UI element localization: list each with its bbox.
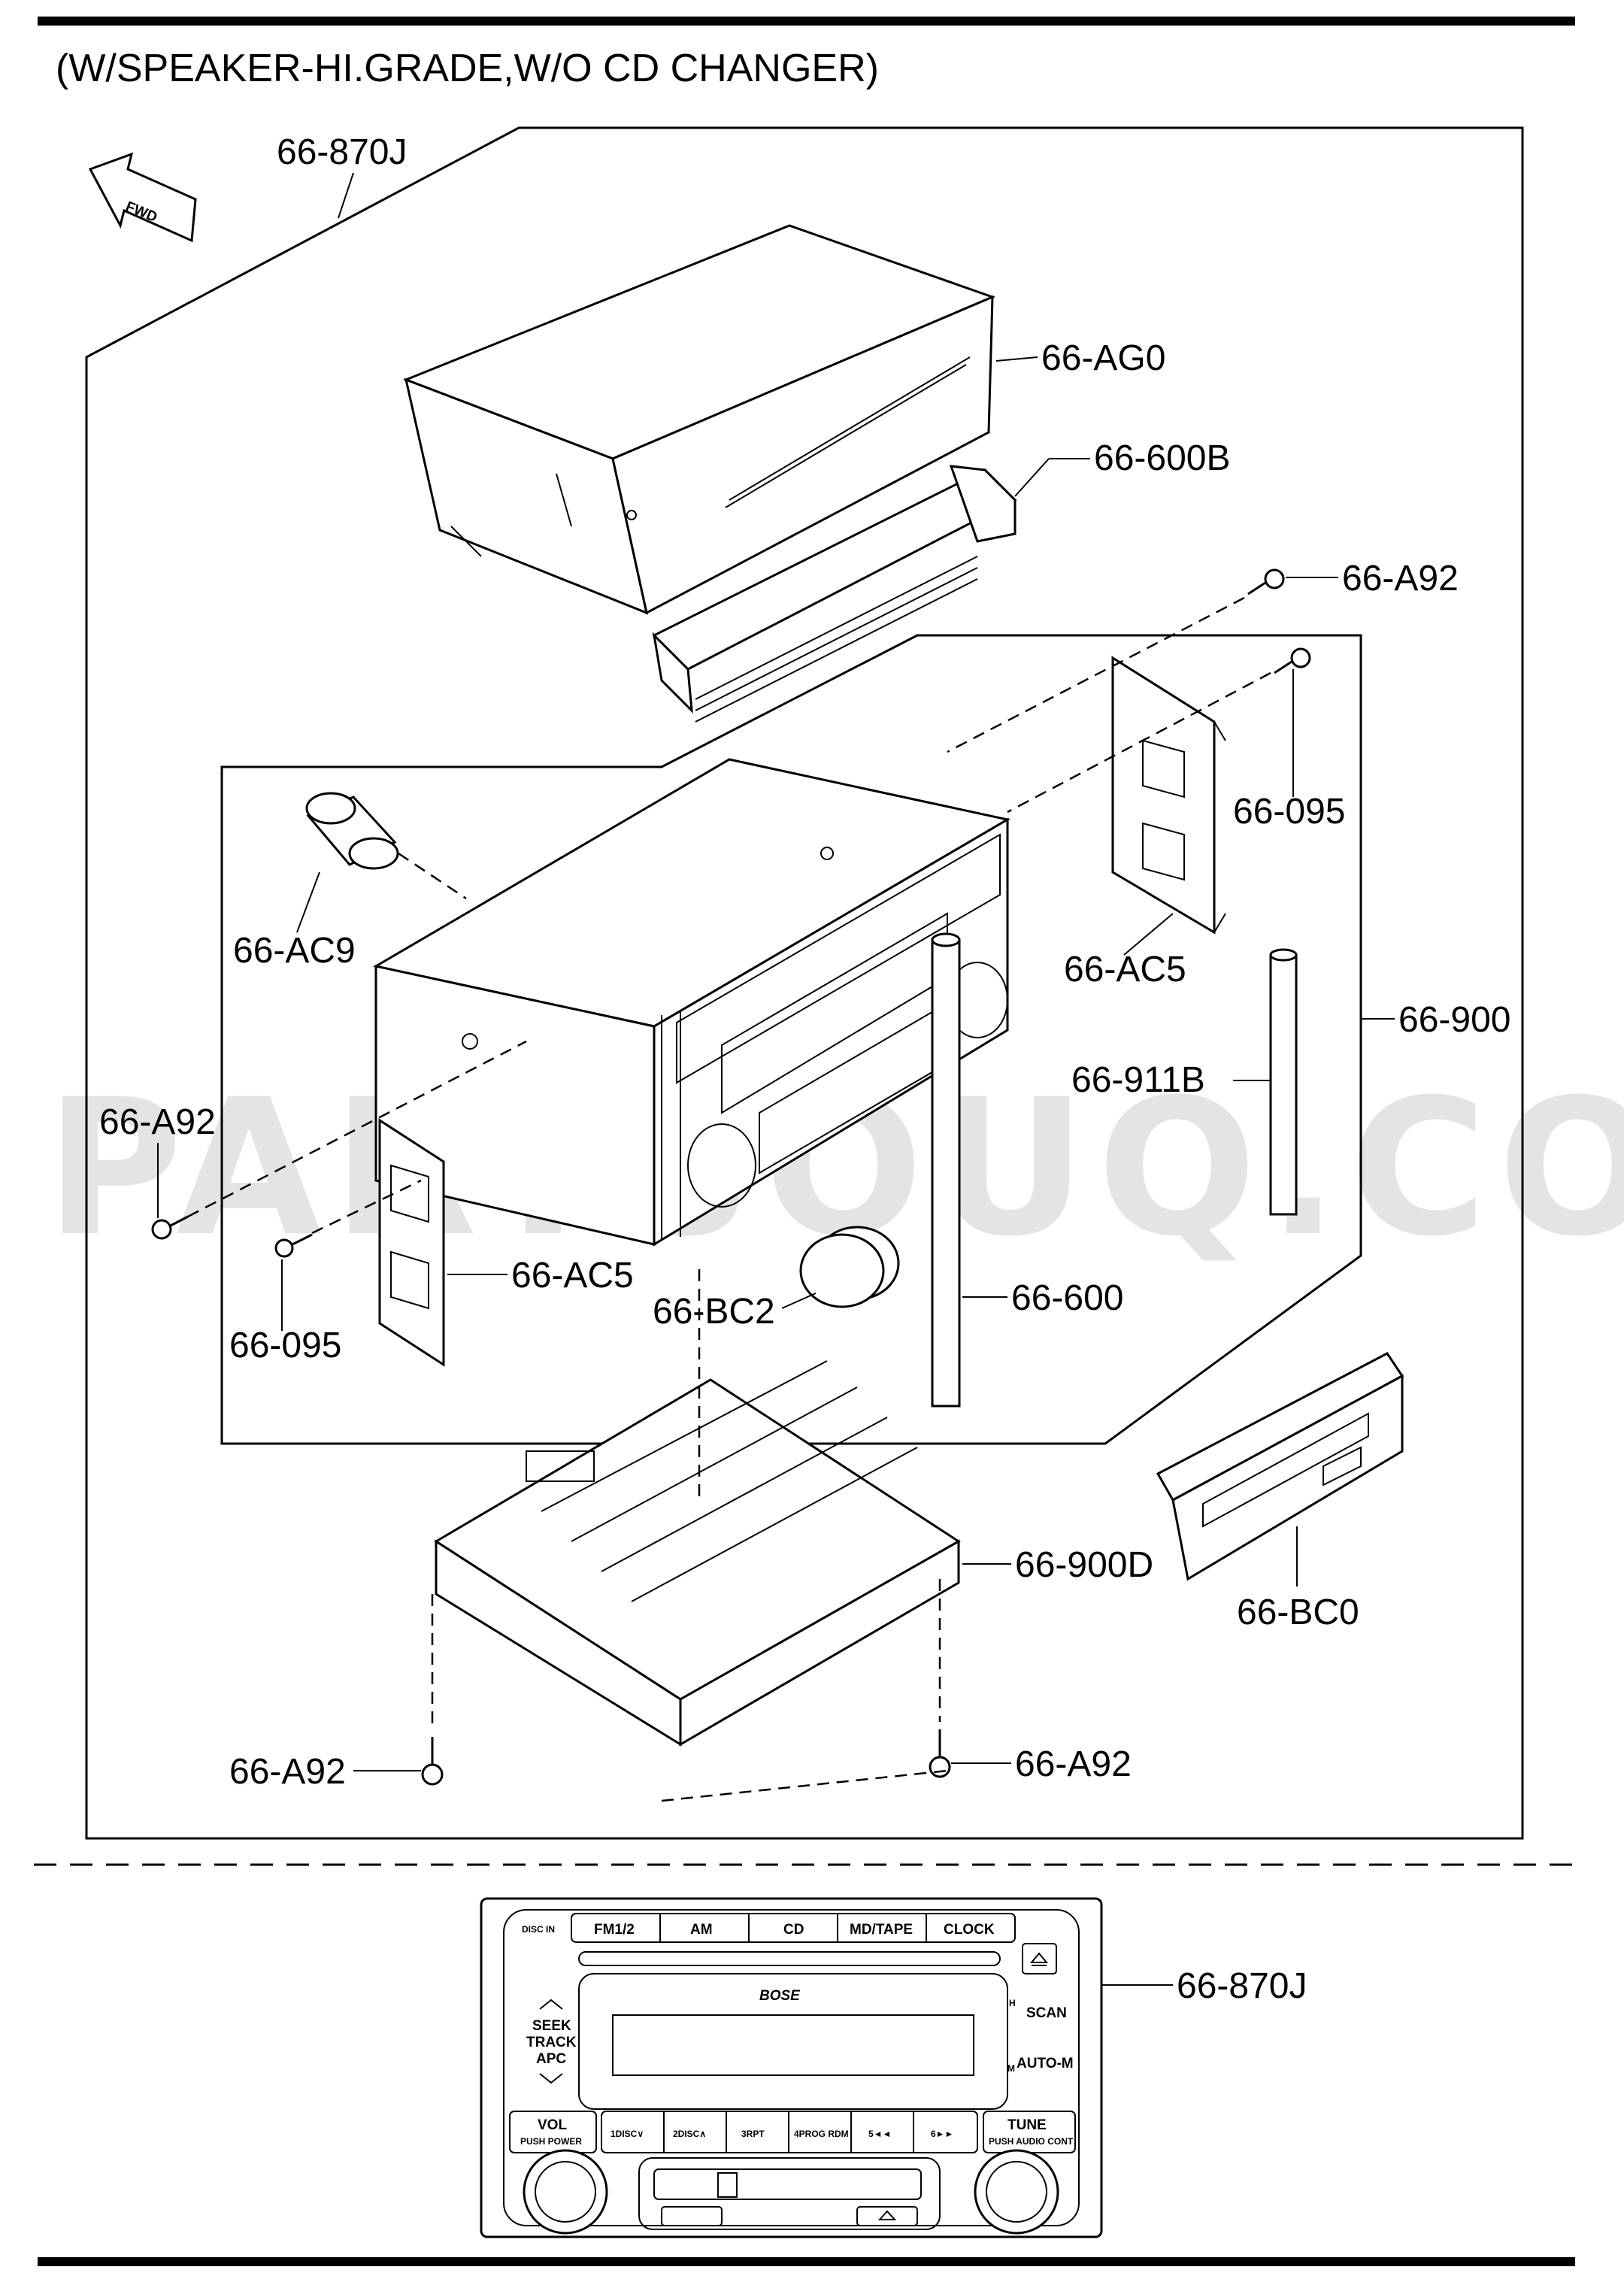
auto-m-button: AUTO-M <box>1017 2056 1074 2071</box>
callout-66-ag0: 66-AG0 <box>1041 338 1165 378</box>
cd-button: CD <box>783 1922 804 1938</box>
callout-66-a92-bottom-right: 66-A92 <box>1015 1744 1132 1784</box>
screw-icon <box>1247 568 1285 596</box>
tune-button: TUNE <box>1007 2117 1047 2133</box>
callout-66-900d: 66-900D <box>1015 1545 1153 1585</box>
eject-icon <box>877 2210 897 2220</box>
callout-66-a92: 66-A92 <box>1342 559 1459 599</box>
forward-arrow-icon: FWD <box>88 152 197 243</box>
callout-66-a92-bottom-left: 66-A92 <box>229 1752 346 1792</box>
guide-line <box>1007 671 1271 814</box>
chevron-down-icon <box>539 2073 563 2084</box>
radio-chassis <box>372 758 1011 1247</box>
preset-2-button: 2DISC∧ <box>673 2129 706 2139</box>
brand-logo: BOSE <box>759 1988 801 2004</box>
audio-cont-label: PUSH AUDIO CONT <box>989 2136 1074 2147</box>
eject-icon <box>1029 1952 1049 1966</box>
tune-knob-icon <box>974 2149 1059 2235</box>
guide-line <box>661 1769 948 1802</box>
cylinder-insulator <box>305 792 399 870</box>
callout-66-600b: 66-600B <box>1094 438 1230 478</box>
scan-button: SCAN <box>1026 2005 1067 2021</box>
face-trim-panel <box>1156 1352 1404 1581</box>
side-bracket-right <box>1111 656 1226 935</box>
apc-label: APC <box>536 2051 566 2067</box>
chevron-up-icon <box>539 1999 563 2010</box>
track-label: TRACK <box>526 2035 577 2050</box>
screw-icon <box>421 1737 444 1786</box>
top-rule <box>38 17 1575 26</box>
guide-line <box>947 596 1245 753</box>
callout-66-bc2: 66-BC2 <box>653 1292 775 1332</box>
callout-66-900: 66-900 <box>1398 1000 1510 1040</box>
volume-knob <box>799 1226 900 1308</box>
amplifier-unit <box>434 1360 961 1747</box>
preset-4-button: 4PROG RDM <box>794 2129 849 2139</box>
cd-mechanism-cover <box>402 224 996 615</box>
screw-icon <box>929 1729 951 1778</box>
callout-66-911b: 66-911B <box>1071 1060 1205 1100</box>
rod-spacer <box>1269 948 1298 1216</box>
leader-lines <box>157 172 1395 1986</box>
scan-key: H <box>1009 1998 1016 2008</box>
screw-icon <box>274 1233 313 1258</box>
svg-text:FWD: FWD <box>123 199 159 226</box>
page-title: (W/SPEAKER-HI.GRADE,W/O CD CHANGER) <box>56 47 879 90</box>
guide-line <box>398 852 467 900</box>
screw-icon <box>1274 647 1311 674</box>
push-power-label: PUSH POWER <box>520 2136 582 2147</box>
fm-button: FM1/2 <box>594 1922 635 1938</box>
rod-insulator <box>931 932 961 1408</box>
side-bracket-left <box>378 1118 445 1367</box>
screw-icon <box>151 1215 189 1240</box>
callout-66-095-left: 66-095 <box>229 1326 341 1365</box>
callout-66-a92-left: 66-A92 <box>99 1102 216 1142</box>
callout-66-ac5-left: 66-AC5 <box>511 1256 634 1296</box>
callout-66-ac9: 66-AC9 <box>233 931 356 971</box>
callout-66-ac5: 66-AC5 <box>1064 950 1186 989</box>
am-button: AM <box>690 1922 713 1938</box>
assembly-boundary <box>85 126 1524 1840</box>
guide-line <box>311 1179 422 1235</box>
guide-line <box>187 1040 527 1218</box>
preset-1-button: 1DISC∨ <box>611 2129 644 2139</box>
volume-knob-icon <box>523 2149 608 2235</box>
seek-label: SEEK <box>532 2018 571 2034</box>
callout-66-095: 66-095 <box>1233 792 1345 832</box>
sub-assembly-boundary <box>220 634 1362 1445</box>
radio-face-plate: DISC IN FM1/2 AM CD MD/TAPE CLOCK BOSE H… <box>480 1897 1103 2238</box>
callout-66-bc0: 66-BC0 <box>1237 1593 1359 1632</box>
callout-66-600: 66-600 <box>1011 1278 1123 1318</box>
auto-m-key: M <box>1007 2063 1015 2074</box>
vol-button: VOL <box>538 2117 567 2133</box>
preset-6-button: 6►► <box>931 2129 953 2139</box>
callout-66-870j: 66-870J <box>277 132 407 172</box>
cd-bracket <box>652 465 1017 723</box>
bottom-rule <box>38 2257 1575 2266</box>
preset-3-button: 3RPT <box>741 2129 765 2139</box>
disc-in-label: DISC IN <box>522 1924 555 1935</box>
callout-66-870j-face: 66-870J <box>1177 1966 1307 2006</box>
md-tape-button: MD/TAPE <box>850 1922 913 1938</box>
preset-5-button: 5◄◄ <box>868 2129 891 2139</box>
clock-button: CLOCK <box>944 1922 995 1938</box>
